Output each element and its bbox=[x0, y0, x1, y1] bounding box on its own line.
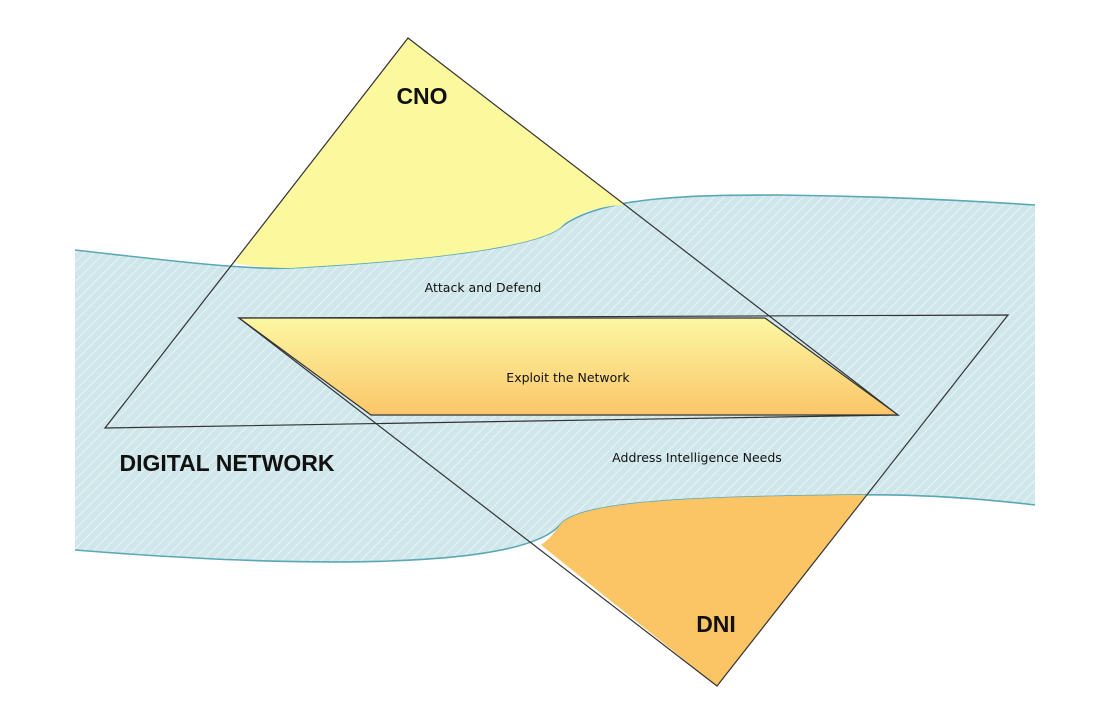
dni-label: DNI bbox=[696, 611, 736, 637]
dni-region bbox=[541, 495, 866, 686]
digital-network-label: DIGITAL NETWORK bbox=[119, 450, 334, 476]
attack-defend-label: Attack and Defend bbox=[425, 280, 542, 295]
exploit-label: Exploit the Network bbox=[506, 370, 630, 385]
cno-region bbox=[234, 38, 626, 268]
cno-label: CNO bbox=[396, 83, 447, 109]
cno-triangle-outline bbox=[103, 37, 900, 429]
dni-triangle-outline bbox=[237, 314, 1010, 687]
address-needs-label: Address Intelligence Needs bbox=[612, 450, 782, 465]
